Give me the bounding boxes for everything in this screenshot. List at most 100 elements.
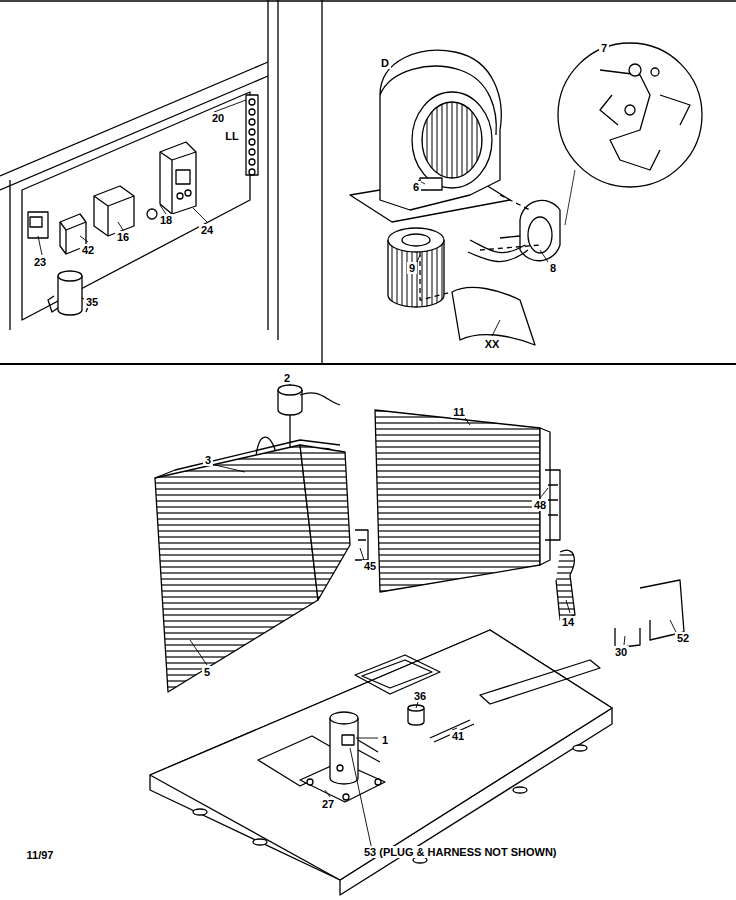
callout-number: 5 [202, 666, 212, 678]
control-cabinet [0, 0, 278, 340]
drawing-line [118, 222, 123, 230]
blower-assembly [350, 43, 702, 345]
drawing-line [615, 628, 640, 648]
drawing-line [640, 580, 684, 640]
callout-number: 48 [532, 499, 548, 511]
drawing-line [540, 428, 550, 565]
drawing-line [60, 222, 66, 230]
callout-number: 6 [411, 181, 421, 193]
callout-number: 27 [320, 798, 336, 810]
drawing-line [65, 230, 66, 254]
drawing-line [556, 550, 575, 620]
callout-number: 1 [380, 734, 390, 746]
drawing-line [540, 250, 548, 262]
callout-number: 24 [199, 224, 215, 236]
drawing-line [356, 738, 378, 739]
drawing-line [528, 217, 552, 253]
drawing-line [558, 43, 702, 187]
drawing-line [160, 142, 196, 214]
callout-number: XX [483, 338, 502, 350]
callout-number: 3 [203, 454, 213, 466]
drawing-line [513, 787, 527, 793]
drawing-line [277, 0, 278, 340]
callout-number: 8 [548, 262, 558, 274]
drawing-line [267, 0, 268, 330]
drawing-line [325, 790, 330, 797]
drawing-line [375, 779, 381, 785]
drawing-line [249, 109, 255, 115]
callout-number: 2 [282, 372, 292, 384]
drawing-line [300, 445, 350, 600]
drawing-line [343, 794, 349, 800]
drawing-line [94, 196, 108, 206]
drawing-line [480, 660, 600, 704]
drawing-line [360, 548, 364, 560]
drawing-line [215, 465, 245, 472]
condenser-coil [155, 440, 350, 692]
drawing-line [0, 62, 268, 176]
drawing-line [420, 195, 540, 300]
drawing-line [566, 600, 570, 613]
leader-line [38, 100, 676, 850]
drawing-line [249, 119, 255, 125]
callout-number: LL [223, 130, 240, 142]
compressor [300, 712, 385, 802]
drawing-line [249, 129, 255, 135]
drawing-line [66, 222, 86, 230]
drawing-line [155, 445, 318, 692]
drawing-line [58, 276, 82, 315]
drawing-line [290, 384, 291, 386]
drawing-line [246, 95, 258, 175]
drawing-line [417, 255, 420, 262]
drawing-line [22, 92, 250, 320]
drawing-line [28, 212, 48, 238]
callout-number: 52 [675, 632, 691, 644]
drawing-line [171, 160, 172, 214]
drawing-line [388, 228, 444, 252]
evaporator-coil [355, 410, 684, 648]
drawing-line [185, 190, 191, 196]
drawing-line [337, 765, 343, 771]
drawing-line [330, 718, 358, 784]
drawing-line [416, 702, 418, 708]
drawing-line [58, 271, 82, 281]
drawing-line [420, 178, 442, 190]
drawing-line [307, 779, 313, 785]
drawing-line [465, 418, 470, 425]
drawing-line [38, 236, 42, 255]
drawing-line [468, 240, 528, 262]
callout-number: 14 [560, 616, 576, 628]
drawing-line [402, 234, 430, 246]
drawing-line [9, 180, 10, 330]
drawing-line [150, 630, 612, 880]
callout-number: 9 [407, 262, 417, 274]
callout-number: 7 [599, 42, 609, 54]
drawing-line [190, 640, 207, 665]
drawing-line [358, 740, 380, 762]
callout-number: 45 [362, 560, 378, 572]
callout-number: D [379, 57, 391, 69]
drawing-line [342, 735, 354, 745]
drawing-line [80, 236, 88, 242]
callout-number: 11 [451, 406, 467, 418]
drawing-line [249, 169, 255, 175]
drawing-line [452, 287, 535, 345]
drawing-line [573, 745, 587, 751]
callout-number: 42 [80, 244, 96, 256]
drawing-line [629, 64, 641, 76]
drawing-line [355, 655, 440, 694]
drawing-line [565, 170, 575, 225]
drawing-line [0, 0, 736, 1]
callout-number: 41 [450, 730, 466, 742]
callout-number: 35 [84, 296, 100, 308]
drawing-line [147, 209, 157, 219]
drawing-line [500, 236, 520, 238]
drawing-line [278, 385, 302, 395]
drawing-line [177, 193, 183, 199]
drawing-line [108, 196, 134, 206]
drawing-line [30, 217, 42, 227]
drawing-line [107, 206, 108, 236]
panel-frame [0, 0, 736, 364]
callout-number: 23 [32, 256, 48, 268]
